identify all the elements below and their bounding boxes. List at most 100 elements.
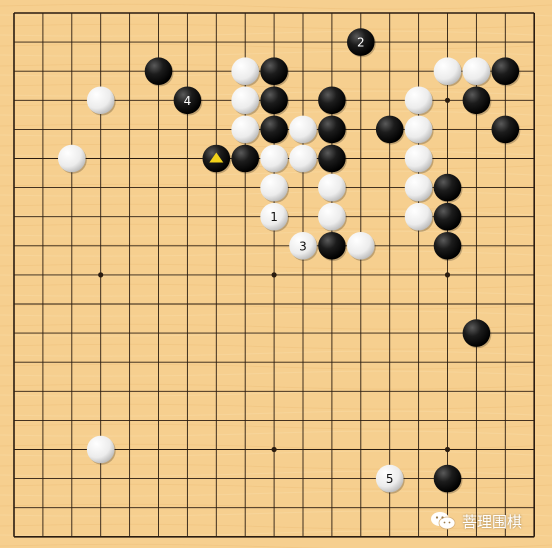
white-stone bbox=[404, 115, 434, 145]
stone-body bbox=[404, 86, 433, 115]
watermark-text: 菩理围棋 bbox=[462, 512, 523, 531]
white-stone bbox=[404, 86, 434, 116]
star-point bbox=[444, 272, 451, 278]
stone-body bbox=[231, 86, 259, 115]
stone-body bbox=[375, 115, 404, 144]
stone-body bbox=[260, 115, 288, 144]
black-stone bbox=[433, 232, 463, 261]
black-stone bbox=[462, 319, 492, 349]
stone-body bbox=[289, 115, 317, 144]
white-stone bbox=[289, 144, 319, 174]
white-stone bbox=[86, 86, 116, 116]
stone-body bbox=[318, 115, 346, 144]
white-stone bbox=[289, 115, 319, 145]
stone-body bbox=[433, 202, 462, 231]
stone-body bbox=[491, 57, 520, 85]
stone-body bbox=[433, 57, 462, 85]
black-stone bbox=[318, 86, 347, 116]
black-stone bbox=[260, 115, 290, 145]
black-stone bbox=[318, 232, 347, 261]
move-number-label: 3 bbox=[299, 239, 307, 253]
white-stone bbox=[462, 57, 492, 87]
move-number-label: 4 bbox=[184, 94, 192, 108]
stone-body bbox=[58, 144, 86, 173]
stone-body bbox=[462, 86, 491, 115]
stone-body bbox=[318, 232, 346, 260]
move-number-label: 5 bbox=[386, 472, 394, 486]
black-stone bbox=[318, 115, 347, 145]
white-stone bbox=[404, 144, 434, 174]
white-stone: 5 bbox=[375, 464, 405, 494]
stone-body bbox=[231, 144, 259, 173]
stone-body bbox=[289, 232, 317, 260]
stone-body bbox=[86, 435, 115, 464]
star-point bbox=[98, 272, 104, 278]
move-number-label: 1 bbox=[270, 210, 278, 224]
stone-body bbox=[404, 202, 433, 231]
black-stone: 4 bbox=[173, 86, 203, 116]
stone-body bbox=[260, 202, 288, 231]
black-stone bbox=[433, 464, 463, 494]
stone-body bbox=[462, 57, 491, 85]
white-stone bbox=[231, 115, 261, 145]
black-stone bbox=[260, 86, 290, 116]
black-stone bbox=[375, 115, 405, 145]
black-stone bbox=[462, 86, 492, 116]
white-stone bbox=[86, 435, 116, 465]
stone-body bbox=[404, 115, 433, 144]
white-stone: 3 bbox=[289, 232, 319, 261]
last-move-triangle-marker bbox=[209, 152, 224, 163]
white-stone bbox=[260, 173, 290, 203]
white-stone bbox=[58, 144, 87, 174]
white-stone: 1 bbox=[260, 202, 290, 232]
white-stone bbox=[318, 202, 347, 232]
black-stone: 2 bbox=[347, 28, 376, 58]
move-number-label: 2 bbox=[357, 36, 365, 50]
watermark: 菩理围棋 bbox=[430, 508, 522, 534]
star-point bbox=[444, 97, 451, 103]
black-stone bbox=[433, 202, 463, 232]
stone-body bbox=[144, 57, 173, 85]
black-stone bbox=[231, 144, 261, 174]
white-stone bbox=[231, 86, 261, 116]
stone-body bbox=[231, 115, 259, 144]
star-point bbox=[271, 446, 277, 453]
stone-body bbox=[231, 57, 259, 85]
stone-body bbox=[260, 86, 288, 115]
black-stone bbox=[202, 144, 232, 174]
stone-body bbox=[289, 144, 317, 173]
stone-body bbox=[260, 57, 288, 85]
black-stone bbox=[260, 57, 290, 87]
stone-body bbox=[260, 144, 288, 173]
stone-body bbox=[462, 319, 491, 347]
stone-body bbox=[347, 28, 375, 56]
stone-body bbox=[318, 173, 346, 202]
stone-body bbox=[404, 144, 433, 173]
stone-body bbox=[491, 115, 520, 144]
black-stone bbox=[491, 57, 521, 87]
black-stone bbox=[144, 57, 174, 87]
stones-layer: 2 4 1 3 5 bbox=[58, 28, 521, 494]
stone-body bbox=[375, 464, 404, 493]
stone-body bbox=[86, 86, 115, 115]
stone-body bbox=[260, 173, 288, 202]
wechat-icon bbox=[431, 512, 456, 530]
stone-body bbox=[318, 144, 346, 173]
black-stone bbox=[318, 144, 347, 174]
stone-body bbox=[433, 173, 462, 202]
white-stone bbox=[231, 57, 261, 87]
stone-body bbox=[318, 86, 346, 115]
black-stone bbox=[433, 173, 463, 203]
star-point bbox=[444, 446, 451, 453]
black-stone bbox=[491, 115, 521, 145]
stone-body bbox=[404, 173, 433, 202]
stone-body bbox=[173, 86, 202, 115]
white-stone bbox=[347, 232, 376, 261]
white-stone bbox=[318, 173, 347, 203]
stone-body bbox=[433, 232, 462, 260]
white-stone bbox=[404, 173, 434, 203]
star-point bbox=[271, 272, 277, 278]
white-stone bbox=[260, 144, 290, 174]
